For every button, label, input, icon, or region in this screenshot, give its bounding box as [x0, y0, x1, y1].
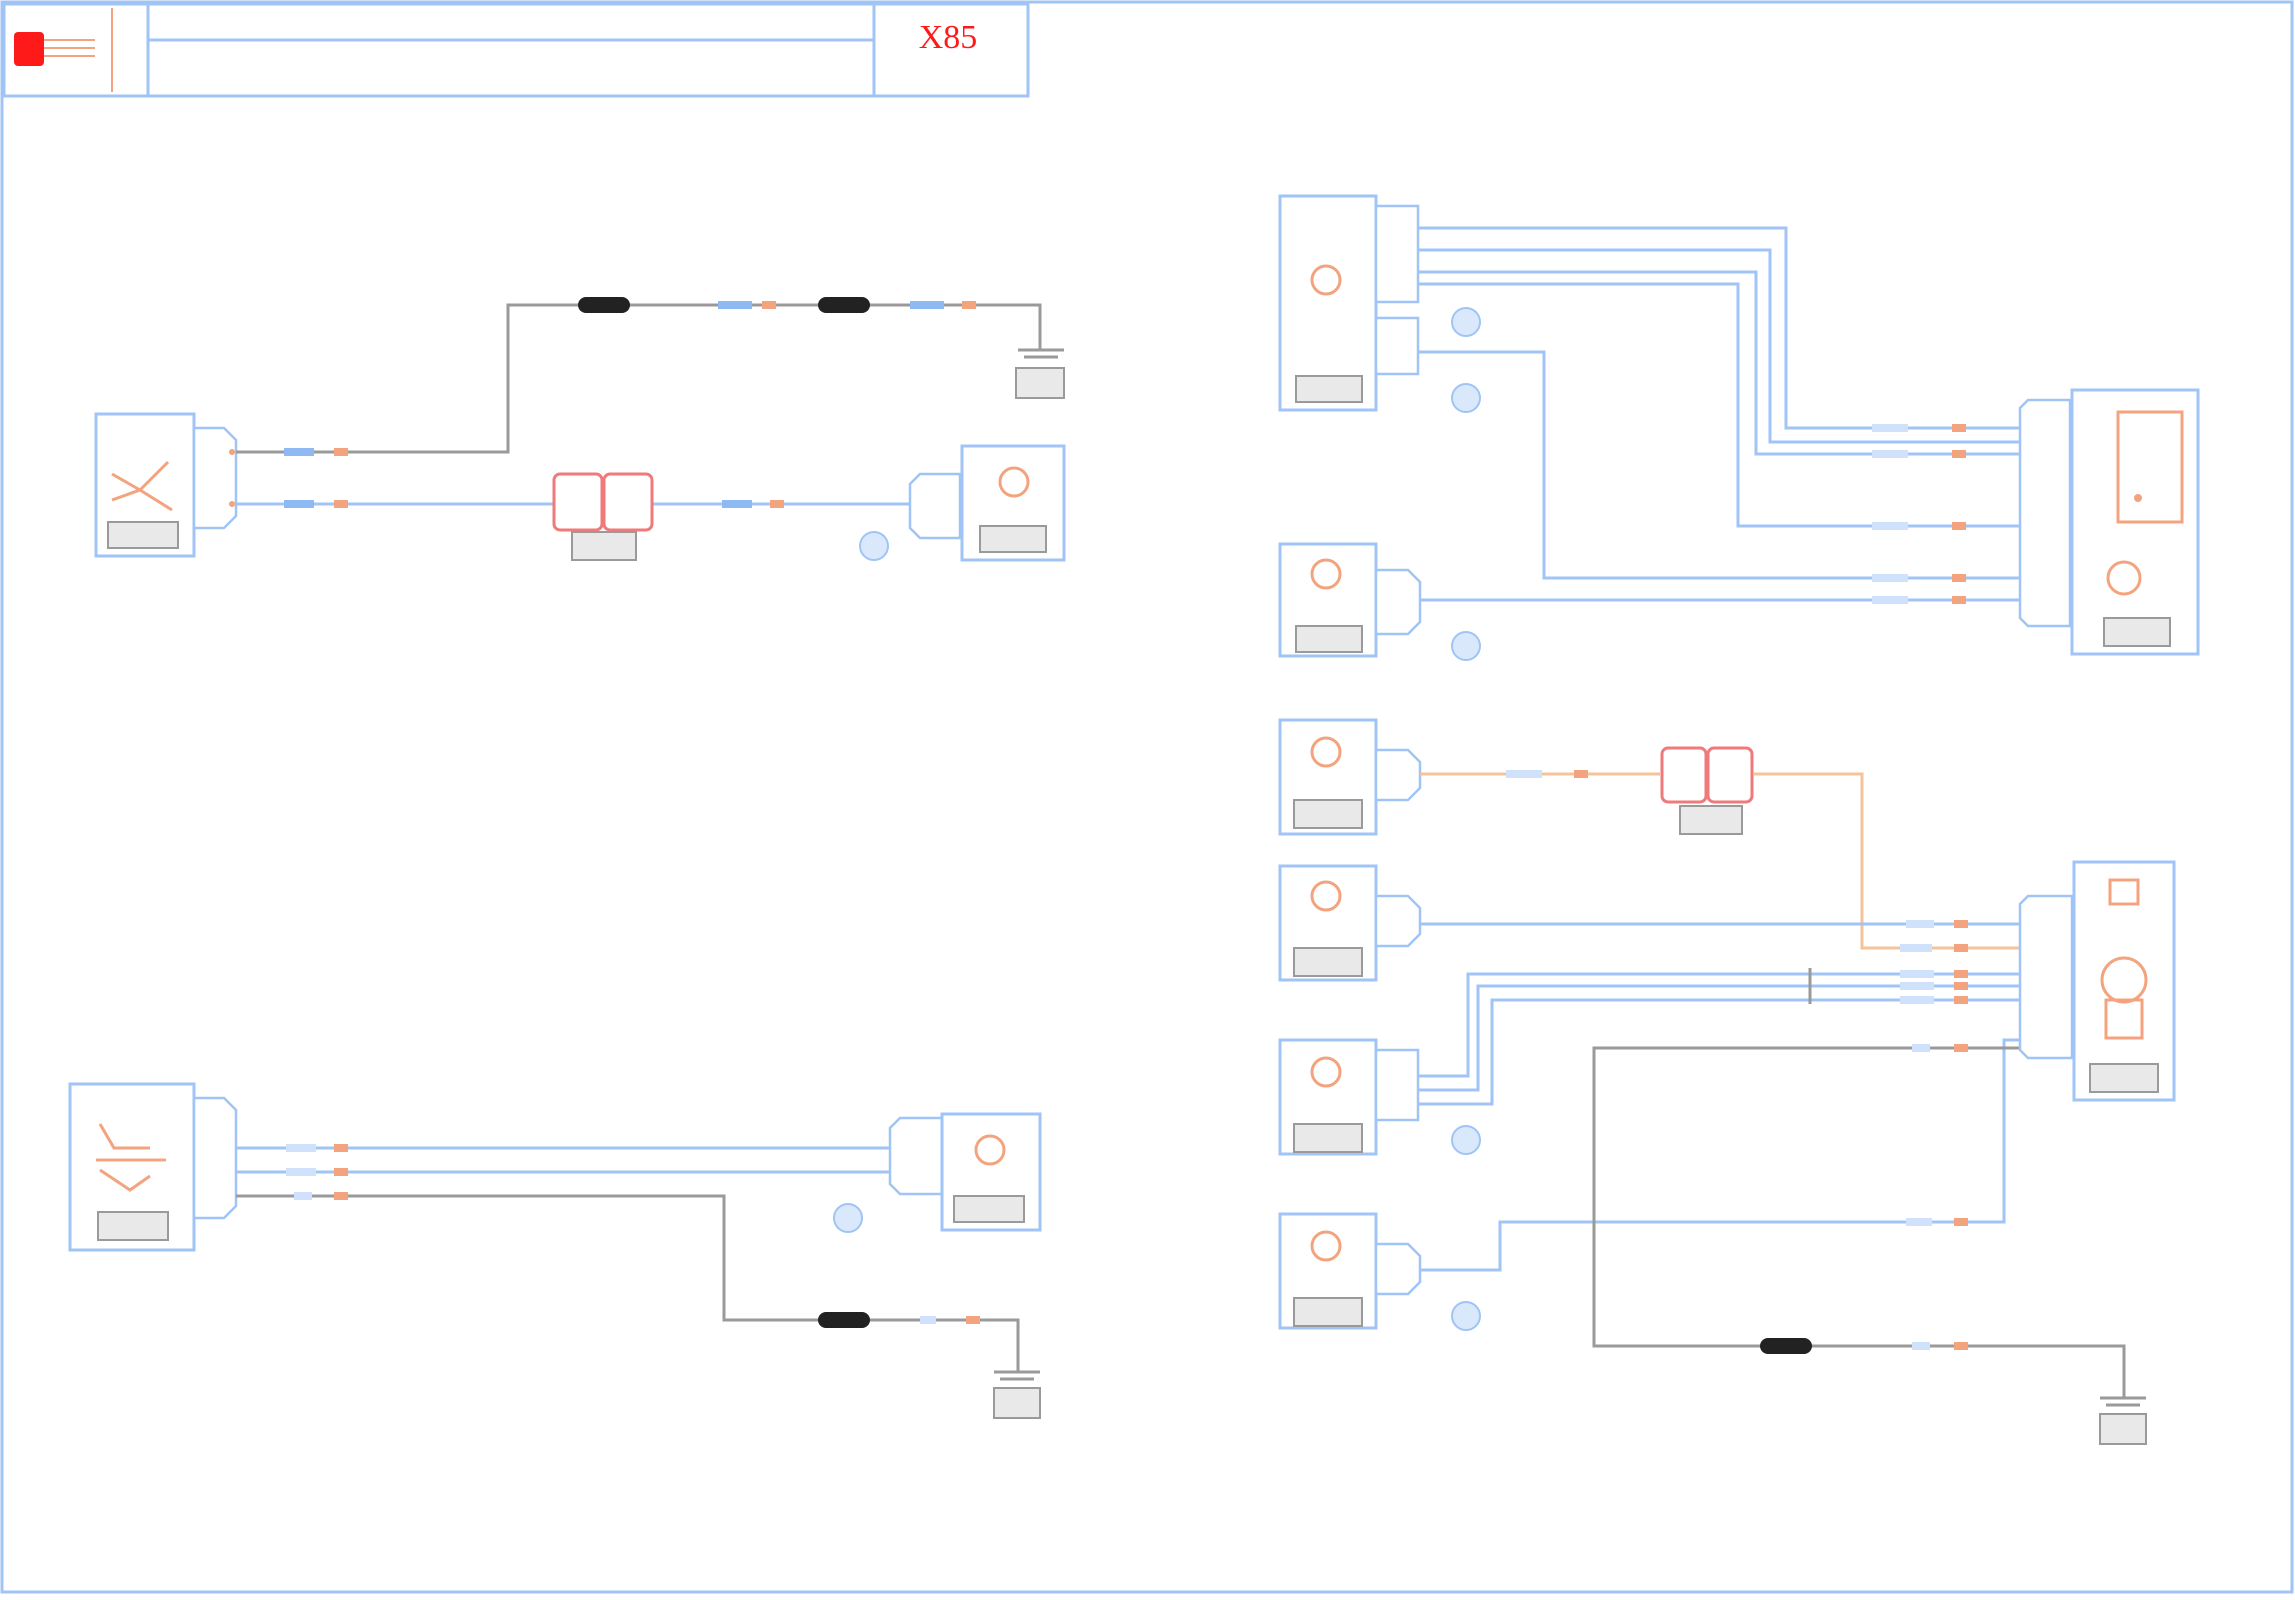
fuse-icon [552, 472, 654, 561]
ground-icon [2099, 1396, 2147, 1445]
ref-bubble [859, 531, 889, 561]
component-tag [107, 521, 179, 549]
wire [1418, 350, 2026, 580]
wire [1418, 226, 2026, 430]
wire [1420, 1038, 2026, 1272]
component-control-unit [2072, 860, 2176, 1102]
wire [1418, 282, 2026, 528]
fuse-icon [1660, 746, 1754, 835]
ref-bubble [833, 1203, 863, 1233]
splice-icon [578, 297, 630, 313]
circuit-group-3 [1278, 194, 2200, 661]
ground-icon [993, 1370, 1041, 1419]
splice-icon [818, 1312, 870, 1328]
ref-bubble [1451, 1125, 1481, 1155]
connector [1374, 1048, 1420, 1122]
splice-icon [1760, 1338, 1812, 1354]
connector [908, 472, 962, 540]
ref-bubble [1451, 631, 1481, 661]
wire [1418, 998, 2026, 1106]
connector [192, 1096, 238, 1220]
connector [1374, 748, 1422, 802]
wire [1754, 772, 2026, 950]
wire [236, 1194, 1020, 1372]
circuit-group-2 [68, 1082, 1042, 1419]
circuit-group-1 [94, 297, 1066, 562]
ground-icon [1015, 348, 1065, 399]
module-icon [974, 1134, 1006, 1166]
connector [1374, 568, 1422, 636]
diagram-code: X85 [919, 19, 978, 56]
ref-bubble [1451, 307, 1481, 337]
wire [1418, 972, 2026, 1078]
connector [192, 426, 238, 530]
connector [1374, 316, 1420, 376]
ref-bubble [1451, 383, 1481, 413]
title-block: X85 [2, 2, 1030, 98]
wire [1418, 248, 2026, 444]
connector [1374, 1242, 1422, 1296]
brand-logo-icon [14, 8, 113, 92]
switch-icon [96, 1123, 166, 1192]
module-icon [998, 466, 1030, 498]
connector [888, 1116, 944, 1196]
connector [1374, 204, 1420, 304]
switch-icon [111, 460, 173, 512]
connector [2018, 894, 2074, 1060]
wire [1418, 984, 2026, 1092]
circuit-group-4 [1278, 718, 2176, 1445]
wire [1592, 1046, 2126, 1398]
ref-bubble [1451, 1301, 1481, 1331]
splice-icon [818, 297, 870, 313]
wire [236, 303, 1042, 454]
connector [2018, 398, 2072, 628]
connector [1374, 894, 1422, 948]
